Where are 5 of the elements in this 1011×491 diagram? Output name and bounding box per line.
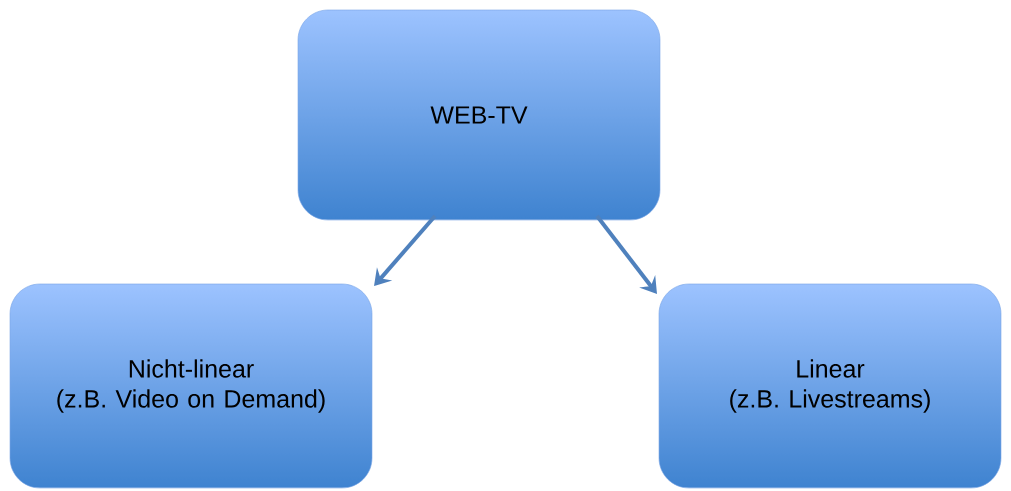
rounded-box: Nicht-linear (z.B. Video on Demand) xyxy=(9,283,373,489)
arrow xyxy=(595,214,657,294)
arrow xyxy=(374,214,437,286)
rounded-box: WEB-TV xyxy=(297,9,661,221)
rounded-box: Linear (z.B. Livestreams) xyxy=(658,283,1002,489)
